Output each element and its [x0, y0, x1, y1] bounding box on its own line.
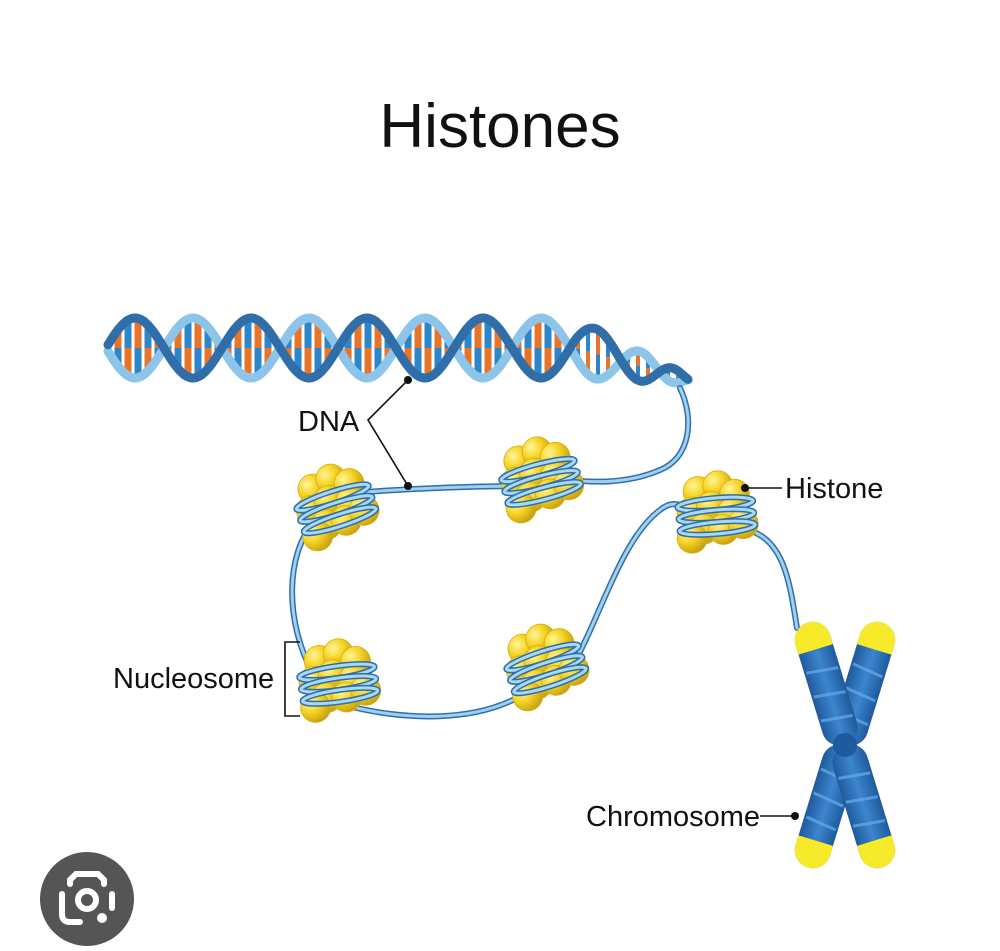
dna-wrap [505, 480, 583, 507]
dna-leader-dot-bottom [404, 482, 412, 490]
nucleosome [498, 436, 585, 524]
chromosome [794, 621, 896, 869]
nucleosome [293, 463, 380, 552]
dna-label: DNA [298, 406, 360, 438]
nucleosome [296, 638, 382, 723]
lens-search-button[interactable] [40, 852, 134, 946]
dna-leader-dot-top [404, 376, 412, 384]
dna-wrap [302, 505, 378, 535]
dna-double-helix [103, 313, 693, 388]
nucleosome-bracket [284, 641, 300, 717]
chromosome-label: Chromosome [586, 801, 760, 833]
diagram-title: Histones [379, 92, 620, 161]
nucleosome [674, 470, 759, 554]
linker-dna-strand-highlight [290, 386, 799, 718]
histone-leader-dot [741, 484, 749, 492]
dna-wrap [301, 686, 380, 706]
nucleosome [503, 623, 590, 712]
dna-leader-line [366, 379, 409, 487]
dna-wrap [678, 519, 757, 537]
histone-label: Histone [785, 473, 883, 505]
centromere [833, 733, 857, 757]
google-lens-camera-icon [59, 871, 115, 925]
nucleosome-label: Nucleosome [113, 663, 274, 695]
histones-diagram: Histones [103, 92, 896, 869]
chromosome-leader-dot [791, 812, 799, 820]
nucleosome-group [293, 436, 759, 723]
dna-backbone-strand [103, 313, 693, 386]
dna-wrap [512, 665, 588, 695]
